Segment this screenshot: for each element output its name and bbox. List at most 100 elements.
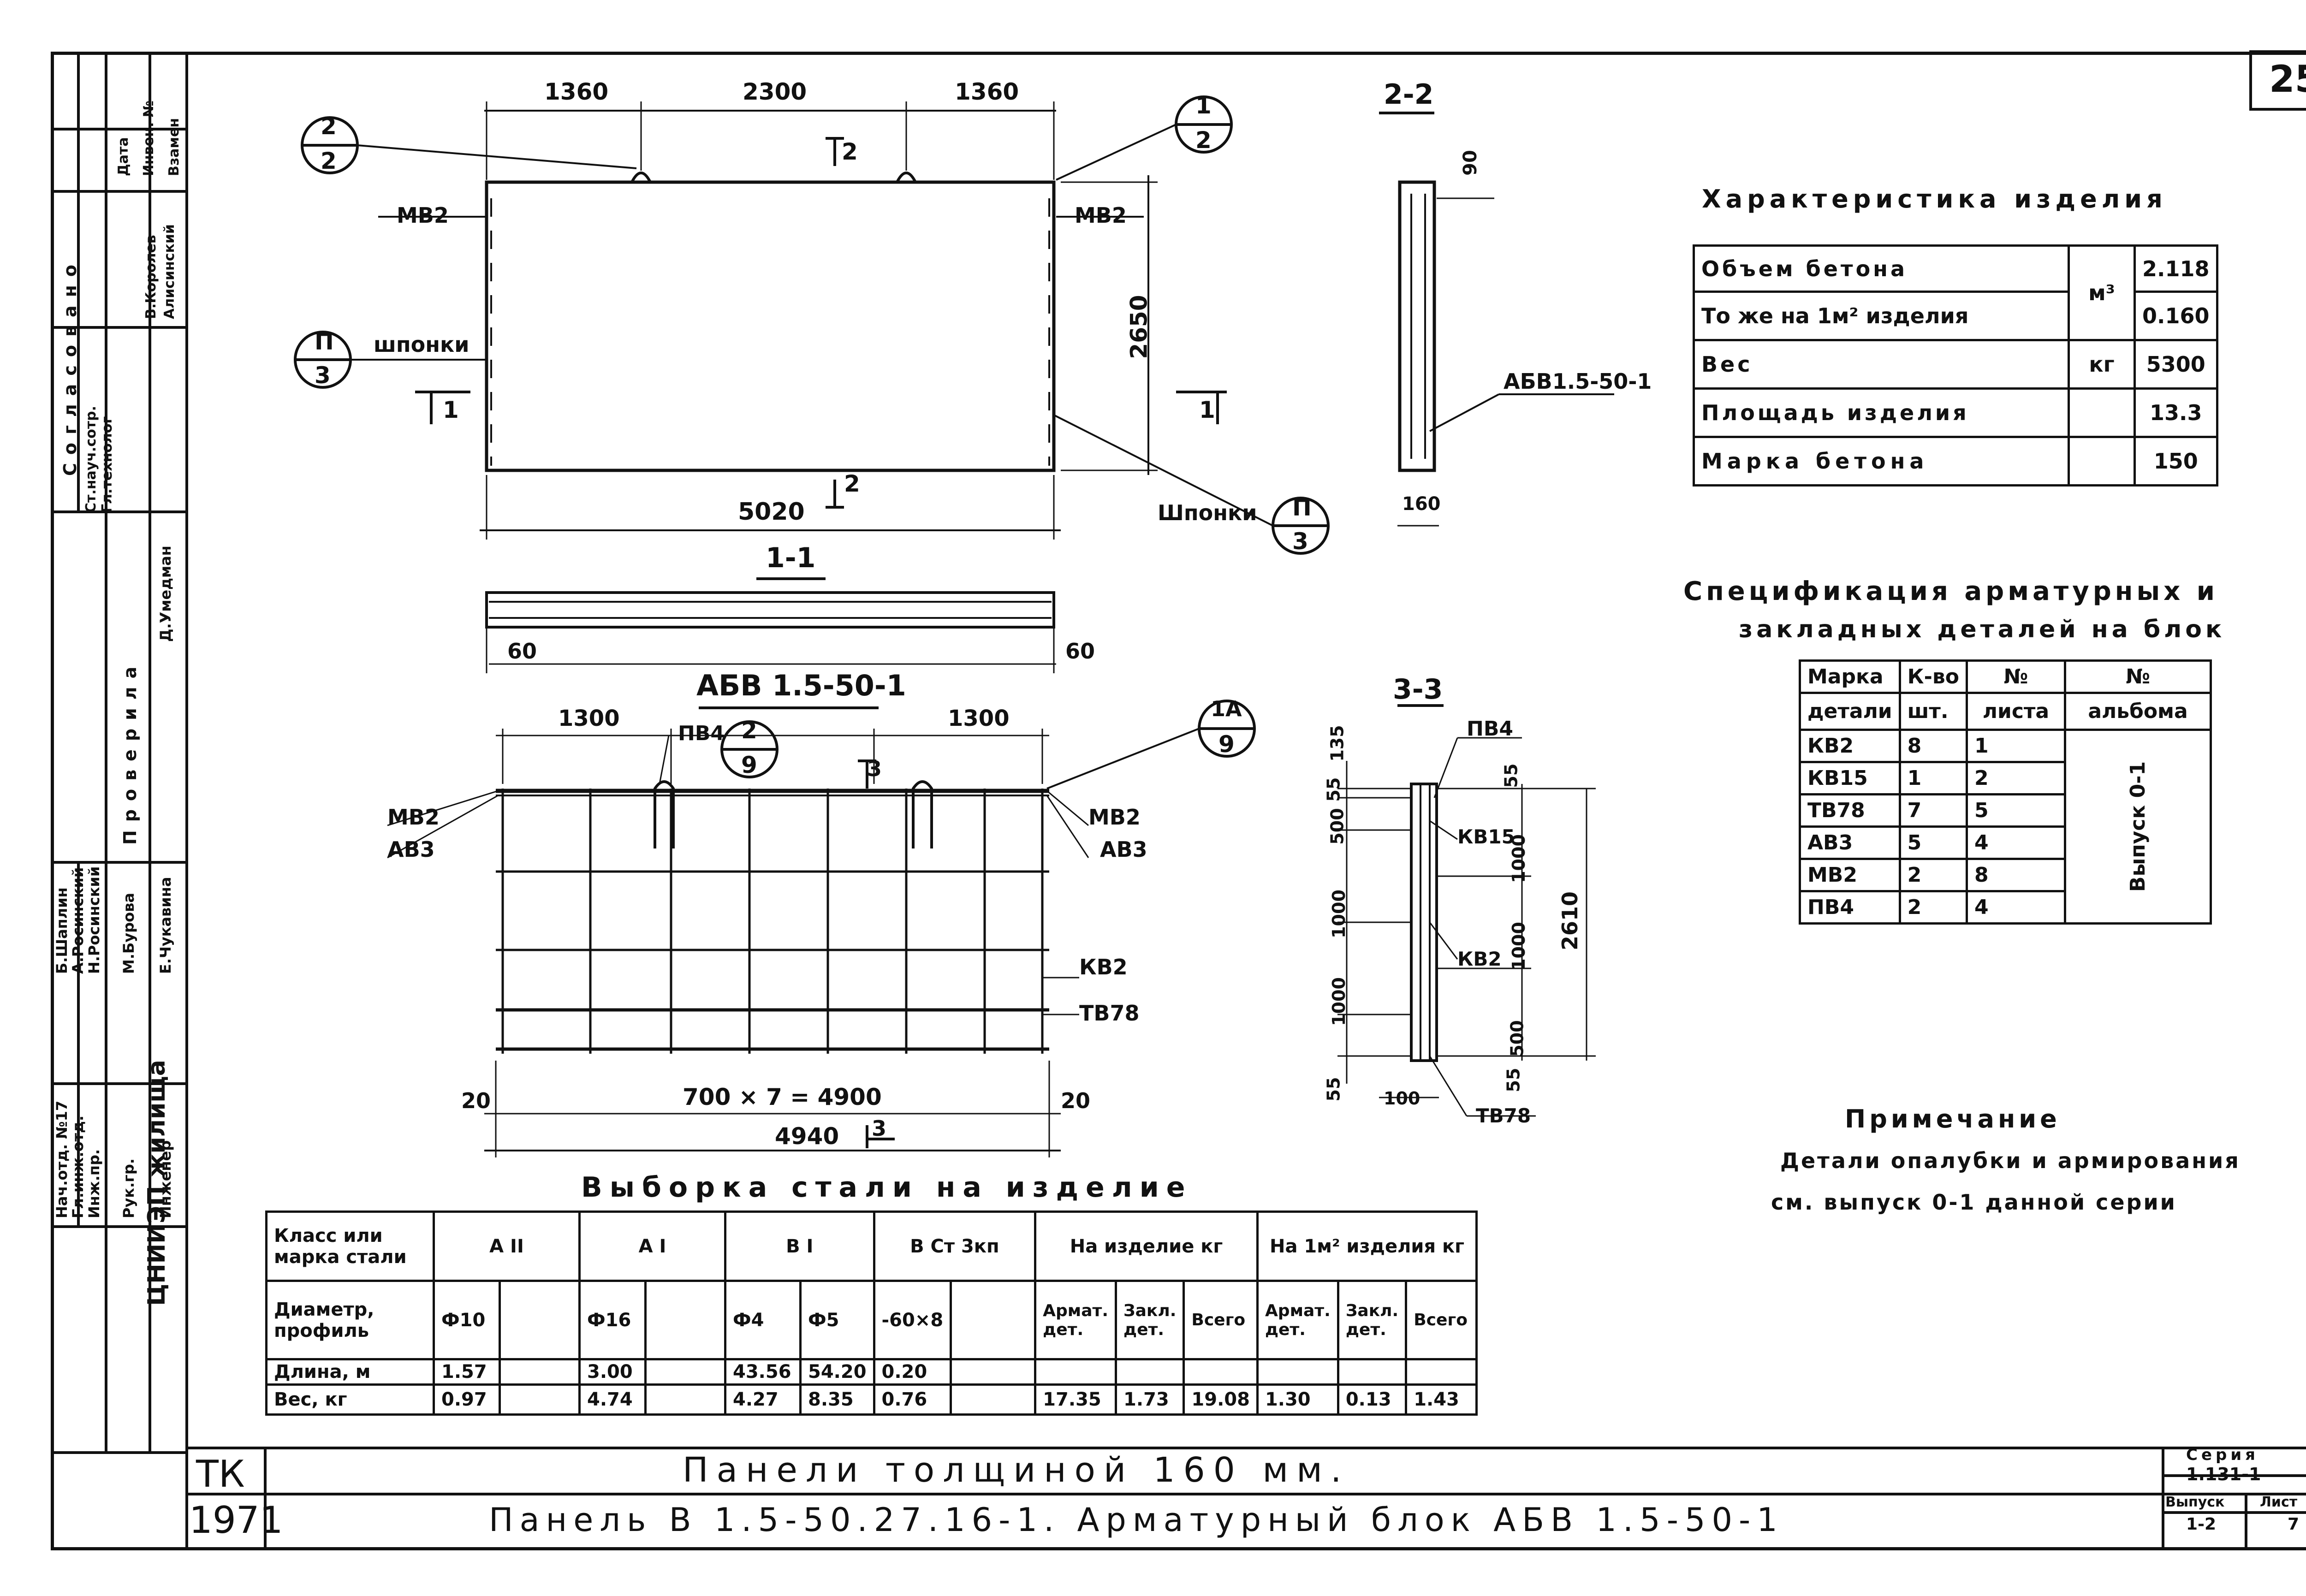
characteristics-title: Характеристика изделия <box>1702 184 2167 214</box>
char-unit <box>2068 436 2136 487</box>
dim-right: 1000 <box>1508 922 1529 971</box>
callout-num: П <box>315 328 334 355</box>
steel-sub: Закл. дет. <box>1337 1280 1408 1360</box>
char-name: Площадь изделия <box>1693 387 2070 438</box>
steel-empty <box>1405 1358 1478 1386</box>
steel-len: 54.20 <box>799 1358 875 1386</box>
stamp-title-2: Панель В 1.5-50.27.16-1. Арматурный блок… <box>489 1501 1784 1539</box>
label-mb2-left: МВ2 <box>397 203 449 228</box>
label-mb2-left: МВ2 <box>387 805 440 830</box>
label-av3-right: АВ3 <box>1100 837 1147 862</box>
dim-1300-right: 1300 <box>948 706 1010 731</box>
steel-weight: 4.27 <box>724 1383 802 1416</box>
spec-cell: АВ3 <box>1799 825 1901 860</box>
steel-weight: 0.76 <box>873 1383 952 1416</box>
stamp-name: Е.Чукавина <box>157 877 174 974</box>
callout-den: 9 <box>1218 731 1235 758</box>
spec-header: альбома <box>2063 692 2212 731</box>
stamp-name: А.Росинский <box>69 867 87 974</box>
stamp-agreed-role: Гл.технолог <box>99 416 115 513</box>
label-tv78: ТВ78 <box>1476 1104 1531 1127</box>
callout-den: 3 <box>1292 528 1308 555</box>
steel-total: 1.43 <box>1405 1383 1478 1416</box>
label-pv4: ПВ4 <box>678 722 725 745</box>
stamp-name: Б.Шаплин <box>53 887 71 974</box>
label-block: АБВ1.5-50-1 <box>1504 369 1652 394</box>
callout-den: 3 <box>315 362 331 389</box>
label-mb2-right: МВ2 <box>1088 805 1141 830</box>
label-shponki-right: Шпонки <box>1158 500 1257 525</box>
stamp-agreed-role: Ст.науч.сотр. <box>83 406 99 513</box>
char-unit: кг <box>2068 339 2136 390</box>
label-av3-left: АВ3 <box>387 837 435 862</box>
stamp-agreed-name: В.Королев <box>143 235 159 319</box>
spec-cell: 8 <box>1965 858 2066 892</box>
stamp-header: Инвен. № <box>141 101 157 176</box>
dim-100: 100 <box>1384 1088 1420 1109</box>
spec-cell: МВ2 <box>1799 858 1901 892</box>
spec-table: Марка К-во № № детали шт. листа альбома … <box>1799 659 2212 925</box>
label-kb2: КВ2 <box>1079 955 1128 979</box>
section-1-1-title: 1-1 <box>766 542 816 574</box>
stamp-name: М.Бурова <box>120 893 137 974</box>
label-kb15: КВ15 <box>1457 825 1515 848</box>
steel-sub: Всего <box>1183 1280 1259 1360</box>
spec-cell: 2 <box>1898 858 1968 892</box>
steel-h-vst: В Ст 3кп <box>873 1210 1037 1282</box>
char-value: 150 <box>2134 436 2218 487</box>
spec-cell: 5 <box>1965 793 2066 828</box>
char-name: Вес <box>1693 339 2070 390</box>
section-mark: 2 <box>844 470 860 497</box>
stamp-role: Рук.гр. <box>120 1158 137 1218</box>
steel-weight <box>950 1383 1037 1416</box>
label-shponki-left: шпонки <box>374 332 470 357</box>
steel-len: 1.57 <box>433 1358 501 1386</box>
steel-total: 0.13 <box>1337 1383 1408 1416</box>
steel-sub: Армат. дет. <box>1256 1280 1339 1360</box>
stamp-role: Инженер <box>157 1140 174 1218</box>
section-3-3-title: 3-3 <box>1393 673 1443 706</box>
steel-diam <box>644 1280 726 1360</box>
side-stamp: ЦНИИЭП жилища Нач.отд. №17 Гл.инж.отд. И… <box>51 52 187 1454</box>
spec-cell: 4 <box>1965 825 2066 860</box>
spec-cell: 2 <box>1965 761 2066 795</box>
stamp-series-label: Серия <box>2186 1446 2259 1464</box>
steel-empty <box>1183 1358 1259 1386</box>
stamp-check-name: Д.Умедман <box>157 546 174 642</box>
steel-weight: 0.97 <box>433 1383 501 1416</box>
dim-20-left: 20 <box>461 1088 491 1113</box>
char-value: 0.160 <box>2134 291 2218 341</box>
steel-diam <box>950 1280 1037 1360</box>
dim-right: 55 <box>1503 1068 1524 1092</box>
dim-left: 135 <box>1327 725 1348 762</box>
steel-h-a1: А I <box>578 1210 726 1282</box>
steel-sub: Армат. дет. <box>1034 1280 1117 1360</box>
char-name: То же на 1м² изделия <box>1693 291 2070 341</box>
spec-header: № <box>1965 659 2066 694</box>
stamp-title-1: Панели толщиной 160 мм. <box>683 1450 1350 1490</box>
spec-cell: 5 <box>1898 825 1968 860</box>
char-value: 5300 <box>2134 339 2218 390</box>
steel-len <box>499 1358 581 1386</box>
spec-title-2: закладных деталей на блок <box>1739 616 2226 643</box>
steel-weight: 4.74 <box>578 1383 647 1416</box>
dim-right: 1000 <box>1508 834 1529 883</box>
section-mark: 3 <box>867 756 882 781</box>
steel-diam <box>499 1280 581 1360</box>
callout-den: 9 <box>741 752 757 778</box>
spec-header: Марка <box>1799 659 1901 694</box>
section-2-2-title: 2-2 <box>1384 78 1434 111</box>
dim-left: 55 <box>1323 1077 1344 1102</box>
spec-title-1: Спецификация арматурных и <box>1683 576 2218 606</box>
callout-den: 2 <box>321 148 337 174</box>
steel-sub: Закл. дет. <box>1115 1280 1185 1360</box>
dim-90: 90 <box>1459 150 1481 176</box>
callout-num: 1 <box>1195 92 1212 119</box>
steel-h-product: На изделие кг <box>1034 1210 1259 1282</box>
stamp-header: Дата <box>115 137 131 176</box>
steel-table: Класс или марка стали А II А I В I В Ст … <box>265 1210 1478 1416</box>
dim-60-left: 60 <box>507 639 537 664</box>
stamp-check-label: Проверила <box>120 658 140 845</box>
steel-len: 0.20 <box>873 1358 952 1386</box>
